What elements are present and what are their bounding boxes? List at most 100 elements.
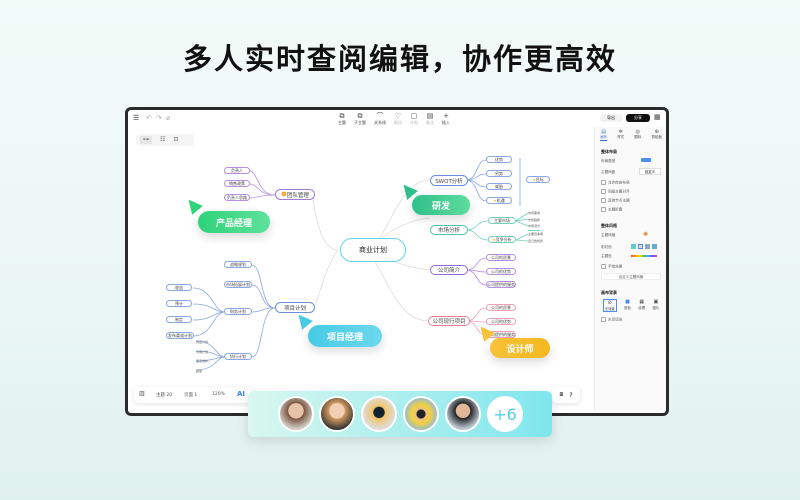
market-sub: 主要竞争者 — [528, 232, 544, 236]
tab-style[interactable]: ✲样式 — [617, 129, 625, 139]
market-competition[interactable]: ★竞争分析 — [488, 236, 516, 243]
mindmap-view-icon[interactable]: ⊶ — [140, 136, 152, 144]
share-button[interactable]: 分享 — [626, 114, 650, 122]
layout-type-select[interactable] — [641, 158, 651, 162]
custom-style-button[interactable]: 自定义主题风格 — [601, 273, 661, 280]
map-icon[interactable]: ▥ — [139, 390, 145, 397]
finance-child[interactable]: 预计 — [166, 300, 192, 307]
current-child[interactable]: 公司的愿景 — [486, 304, 516, 311]
avatar[interactable] — [445, 396, 481, 432]
section-layout: 整体布局 — [601, 149, 617, 154]
redo-icon[interactable]: ↷ — [156, 114, 162, 122]
tab-icon[interactable]: ◎图标 — [634, 129, 642, 139]
swot-child[interactable]: 威胁 — [486, 183, 512, 190]
finance-child[interactable]: 收益 — [166, 284, 192, 291]
toolbar-relation[interactable]: ⌒关系线 — [374, 112, 386, 126]
collaborators-bar: +6 — [248, 391, 552, 437]
team-child[interactable]: 负责人 — [224, 167, 250, 174]
market-sub: 市场需求 — [528, 211, 541, 215]
collaborator-label: 研发 — [412, 195, 470, 215]
swot-child[interactable]: ★机遇 — [486, 197, 512, 204]
checkbox-option[interactable]: 主题折叠 — [601, 207, 622, 213]
star-icon: ★ — [532, 177, 536, 182]
swot-child[interactable]: 优势 — [486, 156, 512, 163]
checkbox-option[interactable]: 允许自由布局 — [601, 180, 630, 186]
rainbow-options[interactable] — [631, 244, 657, 249]
bg-option-texture[interactable]: ▦纹理 — [638, 299, 646, 310]
central-topic[interactable]: 商业计划 — [340, 238, 406, 262]
checkbox-option[interactable]: 同级主题对齐 — [601, 189, 630, 195]
finance-child[interactable]: 制定 — [166, 316, 192, 323]
more-collaborators[interactable]: +6 — [487, 396, 523, 432]
topic-team[interactable]: ☻团队管理 — [275, 189, 315, 200]
exec-child: 市场计划 — [196, 349, 209, 354]
topic-current-projects[interactable]: 公司现行项目 — [428, 316, 470, 326]
topic-swot[interactable]: SWOT分析 — [430, 175, 468, 186]
bg-option-image[interactable]: ▣图片 — [652, 299, 660, 310]
collaborator-label: 设计师 — [490, 338, 550, 358]
label-theme-style: 主题风格 — [601, 233, 616, 237]
spacing-custom-button[interactable]: 自定义 — [639, 168, 661, 175]
collaborator-label: 产品经理 — [198, 211, 270, 233]
topic-market[interactable]: 市场分析 — [430, 225, 468, 235]
toolbar-topic[interactable]: ⧉主题 — [338, 112, 346, 126]
format-painter-icon[interactable]: ⌀ — [166, 114, 171, 122]
watermark-checkbox[interactable]: 水印填充 — [601, 317, 622, 323]
swot-child[interactable]: 劣势 — [486, 170, 512, 177]
avatar[interactable] — [278, 396, 314, 432]
present-view-icon[interactable]: ⊡ — [173, 136, 179, 143]
current-child[interactable]: 公司的优势 — [486, 318, 516, 325]
topic-plan[interactable]: 项目计划 — [275, 302, 315, 313]
market-main[interactable]: 主要市场 — [488, 217, 516, 224]
export-button[interactable]: 导出 — [600, 114, 622, 122]
theme-style-select[interactable]: ✺ — [643, 231, 649, 238]
market-sub: 自己的优势 — [528, 239, 544, 243]
market-sub: 市场趋势 — [528, 217, 541, 222]
tab-canvas[interactable]: ▤画布 — [600, 129, 608, 141]
avatar[interactable] — [403, 396, 439, 432]
exec-child: 渠道维护 — [196, 359, 209, 363]
avatar[interactable] — [361, 396, 397, 432]
intro-child[interactable]: 公司的愿景 — [486, 254, 516, 261]
checkbox-option[interactable]: 其他节点主题 — [601, 198, 630, 204]
outline-view-icon[interactable]: ☷ — [160, 136, 166, 143]
team-child[interactable]: 销售政策 — [224, 180, 250, 187]
plan-child[interactable]: 执行计划 — [224, 353, 252, 360]
section-style: 整体风格 — [601, 223, 617, 228]
collaborator-label: 项目经理 — [308, 325, 382, 347]
avatar[interactable] — [319, 396, 355, 432]
toolbar-note[interactable]: ▤备注 — [426, 112, 434, 126]
grid-icon[interactable]: ▦ — [654, 113, 661, 121]
plan-child[interactable]: 战略规划 — [224, 261, 252, 268]
menu-icon[interactable]: ☰ — [133, 114, 140, 122]
tab-clipboard[interactable]: ⊛剪贴板 — [651, 129, 662, 139]
swot-summary[interactable]: ★目标 — [526, 176, 550, 183]
emoji-icon: ☻ — [281, 191, 287, 198]
help-icon[interactable]: ? — [569, 391, 573, 399]
toolbar-summary[interactable]: ♡概括 — [394, 112, 402, 126]
topic-count: 主题 20 — [156, 393, 173, 398]
ai-button[interactable]: AI — [237, 390, 246, 398]
exec-child: 供应计划 — [196, 340, 209, 344]
status-bar: ▥ 主题 20 页面 1 120% AI — [134, 387, 254, 403]
topic-intro[interactable]: 公司简介 — [430, 265, 468, 275]
toolbar-frame[interactable]: ▢外框 — [410, 112, 418, 126]
present-icon[interactable]: ⧈ — [559, 391, 564, 398]
undo-icon[interactable]: ↶ — [146, 114, 152, 122]
zoom-level[interactable]: 120% — [212, 392, 225, 397]
bg-option-color[interactable]: ■颜色 — [624, 299, 631, 310]
theme-color-select[interactable] — [631, 255, 657, 257]
intro-child[interactable]: 公司提供的服务 — [486, 281, 516, 288]
market-sub: 市场潜力 — [528, 224, 541, 228]
current-child[interactable]: 公司提供的服务 — [486, 331, 516, 338]
finance-child[interactable]: 发布渠道计划 — [166, 332, 194, 339]
toolbar-insert[interactable]: +插入 — [442, 112, 450, 126]
toolbar-subtopic[interactable]: ⧉子主题 — [354, 112, 366, 126]
bg-option-none[interactable]: ⊘无背景 — [602, 299, 617, 312]
label-spacing: 主题间距 — [601, 170, 616, 174]
plan-child[interactable]: 财务计划 — [224, 308, 252, 315]
hand-drawn-checkbox[interactable]: 手绘效果 — [601, 264, 622, 270]
intro-child[interactable]: 公司的优势 — [486, 268, 516, 275]
team-child[interactable]: 负责人思路 — [224, 194, 250, 201]
plan-child[interactable]: 市场拓展计划 — [224, 281, 252, 288]
